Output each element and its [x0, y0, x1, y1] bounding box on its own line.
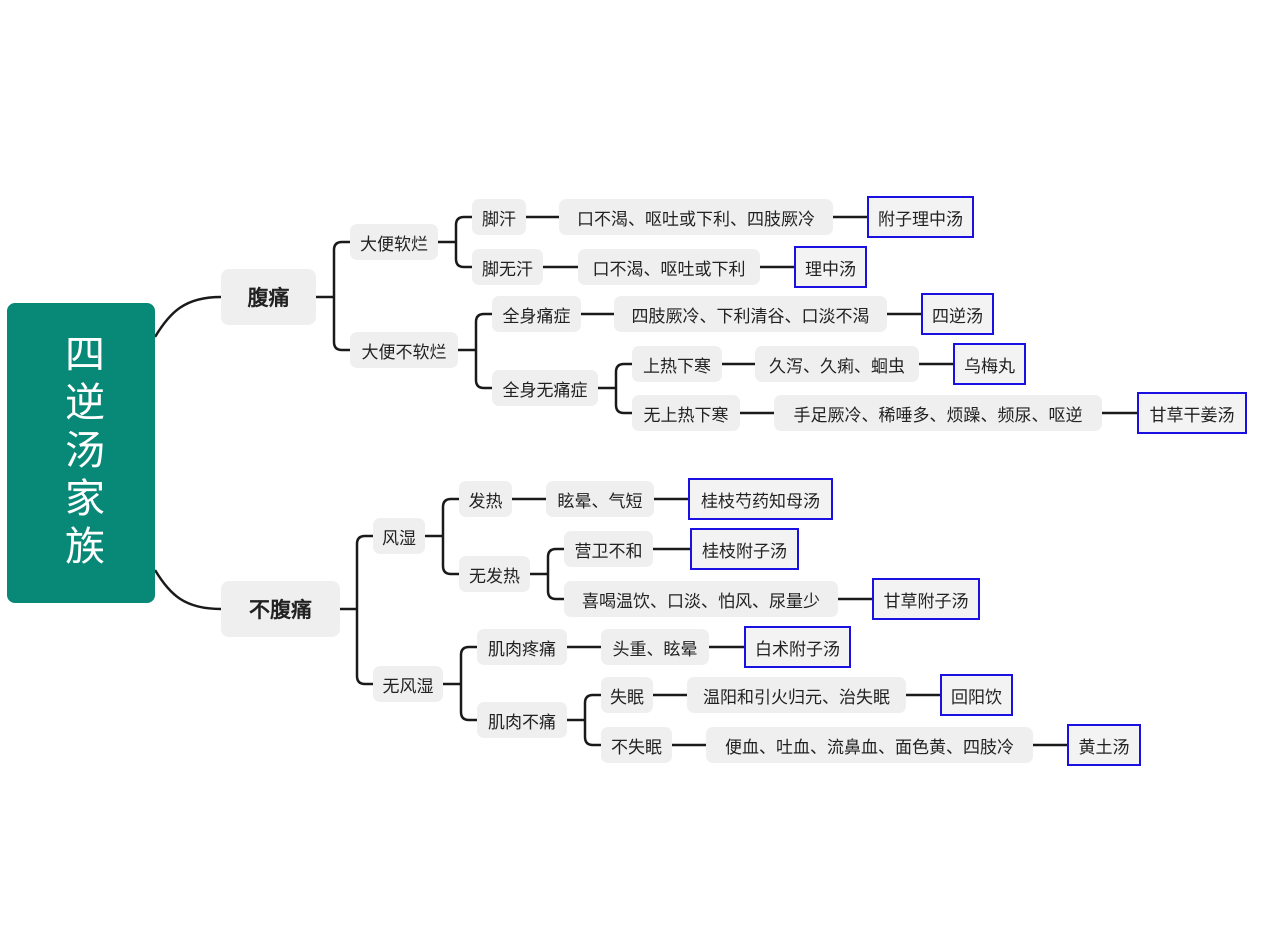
no-insomnia-node: 不失眠 — [601, 727, 672, 763]
no-insomnia-symptom-node: 便血、吐血、流鼻血、面色黄、四肢冷 — [706, 727, 1033, 763]
body-pain-node: 全身痛症 — [492, 296, 581, 332]
insomnia-symptom-node: 温阳和引火归元、治失眠 — [687, 677, 906, 713]
no-muscle-pain-node: 肌肉不痛 — [477, 702, 567, 738]
ying-wei-node: 营卫不和 — [564, 531, 653, 567]
insomnia-node: 失眠 — [601, 677, 653, 713]
foot-sweat-symptom-node: 口不渴、呕吐或下利、四肢厥冷 — [559, 199, 833, 235]
no-fever-node: 无发热 — [459, 556, 530, 592]
body-pain-symptom-node: 四肢厥冷、下利清谷、口淡不渴 — [614, 296, 887, 332]
remedy-wumei: 乌梅丸 — [953, 343, 1026, 385]
foot-sweat-node: 脚汗 — [472, 199, 526, 235]
fever-symptom-node: 眩晕、气短 — [546, 481, 654, 517]
remedy-guizhi-shaoyao-zhimu: 桂枝芍药知母汤 — [688, 478, 833, 520]
no-belly-pain-node: 不腹痛 — [221, 581, 340, 637]
warm-drink-node: 喜喝温饮、口淡、怕风、尿量少 — [564, 581, 838, 617]
remedy-gancao-ganjiang: 甘草干姜汤 — [1137, 392, 1247, 434]
root-title: 四逆汤家族 — [7, 303, 155, 603]
no-body-pain-node: 全身无痛症 — [492, 370, 598, 406]
remedy-guizhi-fuzi: 桂枝附子汤 — [690, 528, 799, 570]
muscle-pain-node: 肌肉疼痛 — [477, 629, 567, 665]
remedy-baizhu-fuzi: 白术附子汤 — [744, 626, 851, 668]
remedy-lizhong: 理中汤 — [794, 246, 867, 288]
upper-heat-symptom-node: 久泻、久痢、蛔虫 — [755, 346, 919, 382]
no-foot-sweat-node: 脚无汗 — [472, 249, 543, 285]
not-soft-stool-node: 大便不软烂 — [350, 332, 458, 368]
wind-damp-node: 风湿 — [373, 518, 425, 554]
no-wind-damp-node: 无风湿 — [373, 666, 443, 702]
remedy-huiyang: 回阳饮 — [940, 674, 1013, 716]
belly-pain-node: 腹痛 — [221, 269, 316, 325]
remedy-gancao-fuzi: 甘草附子汤 — [872, 578, 980, 620]
soft-stool-node: 大便软烂 — [350, 224, 438, 260]
remedy-sini: 四逆汤 — [921, 293, 994, 335]
no-upper-heat-symptom-node: 手足厥冷、稀唾多、烦躁、频尿、呕逆 — [774, 395, 1102, 431]
no-foot-sweat-symptom-node: 口不渴、呕吐或下利 — [578, 249, 760, 285]
remedy-huangtu: 黄土汤 — [1067, 724, 1141, 766]
no-upper-heat-node: 无上热下寒 — [632, 395, 740, 431]
upper-heat-node: 上热下寒 — [632, 346, 722, 382]
muscle-pain-symptom-node: 头重、眩晕 — [601, 629, 709, 665]
fever-node: 发热 — [459, 481, 512, 517]
remedy-fuzi-lizhong: 附子理中汤 — [867, 196, 974, 238]
